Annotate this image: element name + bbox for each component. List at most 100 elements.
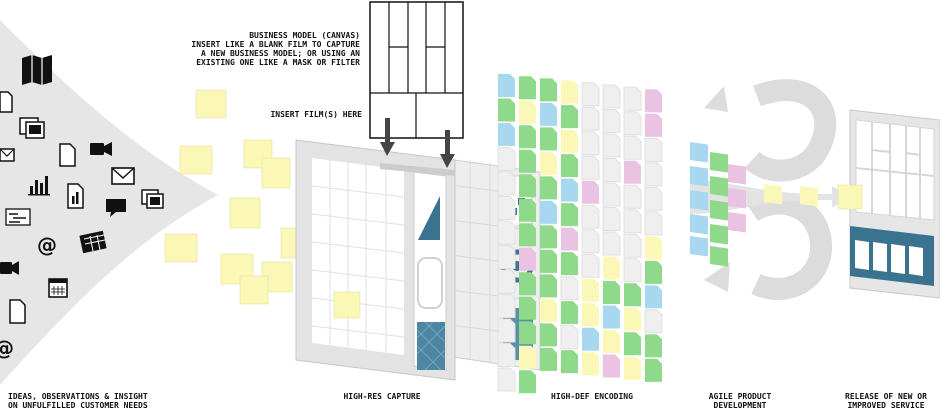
encoded-note	[540, 102, 557, 126]
encoded-note	[644, 137, 663, 162]
encoded-note	[540, 127, 557, 151]
chat-icon	[106, 199, 126, 217]
encoded-note	[519, 100, 536, 124]
at-sign-icon: @	[0, 336, 14, 360]
encoded-note	[581, 204, 600, 229]
encoded-note	[644, 211, 663, 236]
encoded-note	[519, 125, 536, 149]
encoded-note	[645, 260, 662, 284]
agile-note	[764, 184, 782, 205]
labels: BUSINESS MODEL (CANVAS) INSERT LIKE A BL…	[8, 31, 927, 410]
encoded-note	[498, 98, 515, 122]
encoded-note	[519, 198, 536, 222]
pattern-tile	[416, 321, 446, 371]
encoded-note	[581, 82, 600, 107]
ideas-label-2: ON UNFULFILLED CUSTOMER NEEDS	[8, 401, 148, 410]
canvas-line-1: INSERT LIKE A BLANK FILM TO CAPTURE	[191, 40, 360, 49]
agile-note	[728, 164, 746, 185]
encoded-note	[582, 327, 599, 351]
business-model-canvas-film	[369, 1, 464, 168]
agile-note	[710, 175, 728, 197]
agile-note	[800, 185, 818, 207]
encoding-label: HIGH-DEF ENCODING	[551, 392, 633, 401]
encoded-note	[519, 321, 536, 345]
encoded-note	[623, 135, 642, 160]
encoded-note	[644, 162, 663, 187]
agile-note	[728, 188, 746, 209]
svg-text:@: @	[37, 233, 57, 257]
video-camera-icon	[0, 261, 19, 275]
encoded-note	[560, 276, 579, 301]
encoded-note	[645, 358, 662, 382]
agile-note	[690, 190, 708, 211]
video-camera-icon	[90, 142, 112, 156]
encoded-note	[540, 298, 557, 322]
encoded-note	[540, 347, 557, 371]
agile-note	[690, 142, 708, 163]
encoded-note	[519, 296, 536, 320]
encoded-note	[519, 76, 536, 100]
agile-notes	[690, 142, 818, 267]
agile-label-2: DEVELOPMENT	[714, 401, 767, 410]
encoded-note	[561, 252, 578, 276]
agile-note	[710, 223, 728, 245]
encoded-note	[519, 247, 536, 271]
encoded-note	[581, 229, 600, 254]
encoded-note	[644, 309, 663, 334]
encoded-note	[561, 227, 578, 251]
encoded-note	[498, 123, 515, 146]
encoded-note	[519, 149, 536, 173]
encoded-note	[497, 171, 516, 196]
encoded-note	[561, 203, 578, 227]
encoded-note	[519, 345, 536, 369]
encoded-note	[561, 129, 578, 153]
encoded-note	[582, 278, 599, 302]
encoded-note	[645, 113, 662, 137]
encoded-note	[519, 370, 536, 394]
encoded-note	[582, 180, 599, 204]
encoded-note	[540, 225, 557, 249]
encoded-note	[623, 184, 642, 209]
encoded-note	[623, 258, 642, 283]
encoded-note	[540, 274, 557, 298]
encoded-note	[603, 354, 620, 378]
timeline-icon	[5, 208, 31, 226]
svg-text:@: @	[0, 336, 14, 360]
canvas-line-2: A NEW BUSINESS MODEL; OR USING AN	[201, 49, 360, 58]
mail-icon	[0, 148, 15, 162]
encoded-note	[602, 158, 621, 182]
document-icon	[59, 143, 76, 167]
encoded-note	[602, 207, 621, 231]
encoded-note	[561, 154, 578, 178]
encoded-note	[497, 318, 516, 343]
capture-label: HIGH-RES CAPTURE	[343, 392, 420, 401]
encoded-note	[540, 249, 557, 273]
encoded-note	[540, 176, 557, 200]
encoded-note	[497, 220, 516, 245]
encoded-note	[540, 323, 557, 347]
encoded-note	[603, 256, 620, 280]
encoded-note	[602, 109, 621, 133]
agile-note	[690, 214, 708, 235]
calendar-icon	[48, 278, 68, 298]
agile-note	[710, 199, 728, 221]
encoded-note	[498, 74, 515, 97]
file-chart-icon	[67, 183, 84, 209]
encoded-note	[497, 245, 516, 269]
ideas-label-1: IDEAS, OBSERVATIONS & INSIGHT	[8, 392, 148, 401]
encoded-note	[623, 111, 642, 136]
encoded-note	[581, 131, 600, 156]
encoded-note	[497, 147, 516, 171]
document-icon	[0, 91, 13, 113]
encoded-note	[497, 367, 516, 392]
insert-arrow	[380, 118, 455, 168]
encoded-note	[497, 269, 516, 294]
encoded-note	[602, 133, 621, 158]
encoded-note	[623, 233, 642, 258]
bar-chart-icon	[28, 176, 50, 196]
encoded-note	[645, 334, 662, 358]
encoded-note	[561, 80, 578, 104]
encoded-note	[561, 178, 578, 202]
encoded-note	[623, 209, 642, 234]
photos-icon	[19, 117, 45, 139]
